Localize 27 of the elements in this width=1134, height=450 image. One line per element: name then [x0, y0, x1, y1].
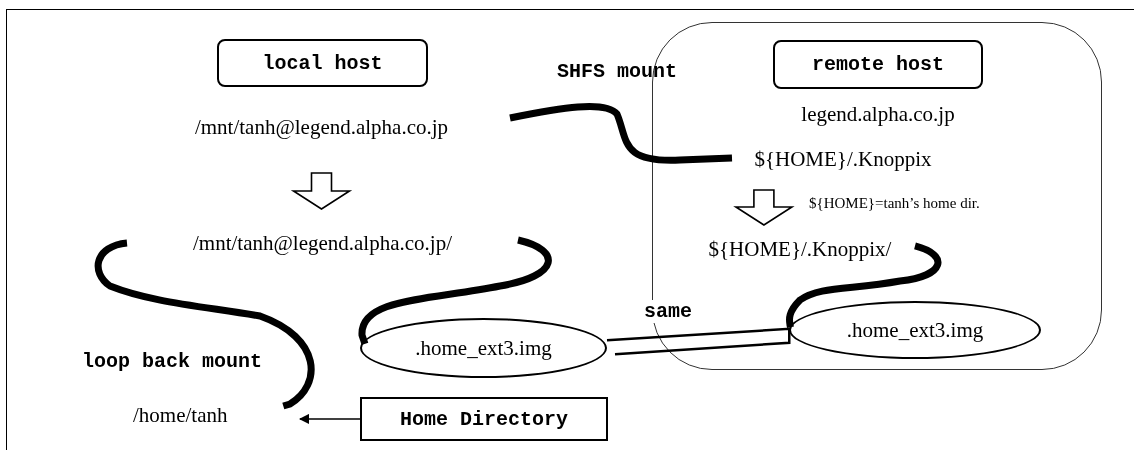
curved-line [358, 236, 552, 345]
hollow-arrow [733, 189, 795, 226]
edge-label: same [642, 300, 694, 323]
path-text: ${HOME}/.Knoppix [754, 146, 932, 172]
edge-label: SHFS mount [556, 60, 679, 83]
box-title: remote host [812, 53, 944, 76]
path-text: /mnt/tanh@legend.alpha.co.jp/ [193, 230, 452, 256]
note-text: ${HOME}=tanh’s home dir. [808, 195, 981, 212]
path-text: legend.alpha.co.jp [801, 101, 955, 127]
file-ellipse [789, 301, 1041, 359]
box-title: Home Directory [400, 407, 568, 431]
path-text: /home/tanh [133, 402, 228, 428]
label-box [773, 40, 983, 89]
double-line [606, 327, 791, 356]
path-text: /mnt/tanh@legend.alpha.co.jp [194, 114, 449, 140]
file-name: .home_ext3.img [415, 335, 552, 361]
edge-label: loop back mount [81, 350, 264, 373]
file-name: .home_ext3.img [846, 317, 984, 343]
label-box [360, 397, 608, 441]
path-text: ${HOME}/.Knoppix/ [708, 236, 892, 262]
box-title: local host [262, 51, 383, 75]
file-ellipse [360, 318, 607, 378]
hollow-arrow [290, 172, 353, 210]
label-box [217, 39, 428, 87]
curved-line [786, 242, 942, 329]
arrow [299, 413, 361, 424]
curved-line [509, 103, 733, 164]
